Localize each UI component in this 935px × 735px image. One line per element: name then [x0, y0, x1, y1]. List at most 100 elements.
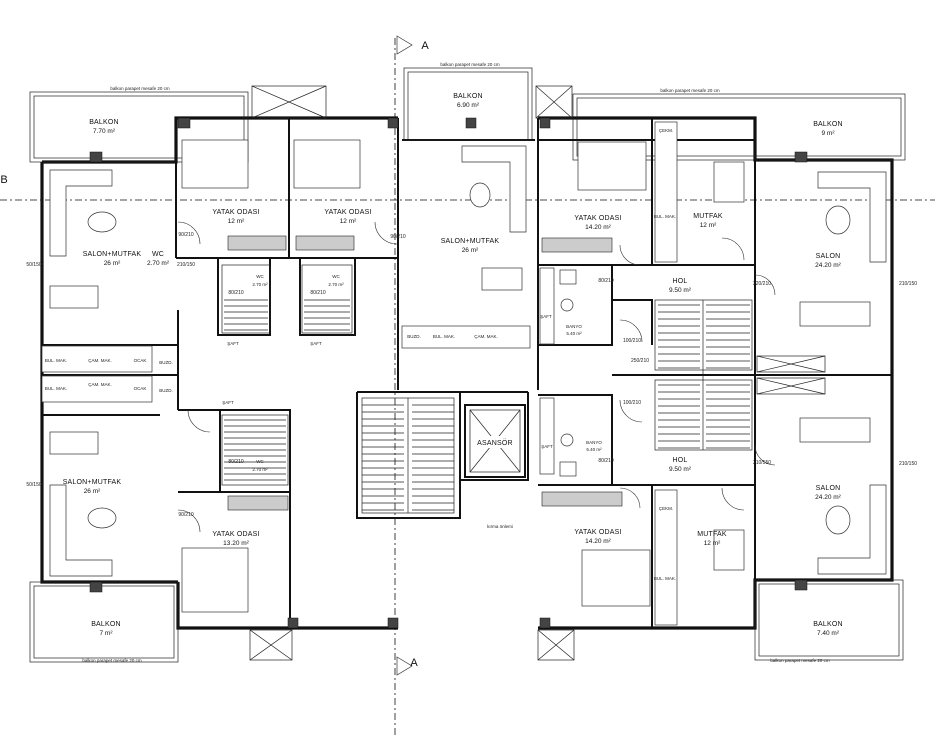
room-name-wc-1: WC — [152, 251, 164, 258]
room-area-banyo-2: 5.40 m² — [586, 447, 602, 452]
label-ocak-2: OCAK — [134, 386, 147, 391]
kirma-onlem-label: kırma önlemi — [487, 524, 513, 529]
dim-door-4: 80/210 — [310, 290, 326, 296]
outer-walls — [40, 116, 894, 630]
elevator-label: ASANSÖR — [477, 439, 513, 447]
label-cekm-1: ÇEKM. — [659, 128, 673, 133]
room-name-mutfak-br: MUTFAK — [697, 531, 727, 538]
room-area-salon-bl: 26 m² — [84, 488, 101, 495]
dim-window-1: 210/150 — [177, 262, 195, 268]
room-name-wc-4: WC — [256, 459, 264, 464]
room-name-hol-br: HOL — [673, 457, 688, 464]
label-saft-1: ŞAFT — [227, 341, 239, 346]
room-area-salon-tr: 24.20 m² — [815, 262, 841, 269]
room-area-balkon-top: 6.90 m² — [457, 102, 480, 109]
dim-window-3: 210/150 — [899, 461, 917, 467]
label-saft-3: ŞAFT — [222, 400, 234, 405]
room-area-mutfak-br: 12 m² — [704, 540, 721, 547]
room-name-balkon-tl: BALKON — [89, 119, 119, 126]
furniture — [41, 121, 887, 626]
room-name-hol-tr: HOL — [673, 278, 688, 285]
room-name-banyo-2: BANYO — [586, 440, 602, 445]
room-name-yatak-1: YATAK ODASI — [212, 209, 259, 216]
section-mark-a-bottom: A — [410, 657, 418, 669]
room-area-balkon-br: 7.40 m² — [817, 630, 840, 637]
dim-door-6: 90/210 — [178, 512, 194, 518]
label-bul-mak-1: BUL. MAK. — [45, 358, 67, 363]
room-name-balkon-bl: BALKON — [91, 621, 121, 628]
dim-door-7: 80/210 — [598, 278, 614, 284]
room-name-salon-tl: SALON+MUTFAK — [83, 251, 142, 258]
section-mark-a-top: A — [421, 40, 429, 52]
doors — [177, 221, 776, 533]
room-area-balkon-tr: 9 m² — [822, 130, 836, 137]
dim-door-10: 80/210 — [598, 458, 614, 464]
dim-door-12: 210/550 — [753, 460, 771, 466]
label-buzd-3: BUZD. — [407, 334, 421, 339]
room-name-wc-3: WC — [332, 274, 340, 279]
room-area-hol-tr: 9.50 m² — [669, 287, 692, 294]
dim-door-13: 250/210 — [631, 358, 649, 364]
label-bul-mak-5: BUL. MAK. — [654, 576, 676, 581]
label-saft-5: ŞAFT — [541, 444, 553, 449]
label-cam-mak-2: ÇAM. MAK. — [88, 382, 112, 387]
room-area-balkon-tl: 7.70 m² — [93, 128, 116, 135]
room-name-yatak-2: YATAK ODASI — [324, 209, 371, 216]
room-name-salon-bl: SALON+MUTFAK — [63, 479, 122, 486]
room-area-mutfak-tr: 12 m² — [700, 222, 717, 229]
room-name-yatak-5: YATAK ODASI — [574, 529, 621, 536]
elevator-shaft — [469, 409, 521, 473]
room-area-yatak-3: 14.20 m² — [585, 224, 611, 231]
label-cam-mak-3: ÇAM. MAK. — [474, 334, 498, 339]
dim-door-2: 90/210 — [390, 234, 406, 240]
room-area-banyo-1: 5.40 m² — [566, 331, 582, 336]
room-name-yatak-4: YATAK ODASI — [212, 531, 259, 538]
label-cam-mak-1: ÇAM. MAK. — [88, 358, 112, 363]
room-name-balkon-top: BALKON — [453, 93, 483, 100]
balconies — [29, 67, 906, 663]
room-area-yatak-1: 12 m² — [228, 218, 245, 225]
label-cekm-2: ÇEKM. — [659, 506, 673, 511]
label-bul-mak-3: BUL. MAK. — [433, 334, 455, 339]
room-area-yatak-2: 12 m² — [340, 218, 357, 225]
room-name-mutfak-tr: MUTFAK — [693, 213, 723, 220]
dim-door-11: 220/210 — [753, 281, 771, 287]
room-area-wc-2: 2.70 m² — [252, 282, 268, 287]
section-mark-b: B — [0, 174, 7, 186]
elevator-label-bg — [478, 436, 514, 448]
balcony-note-bottom-left: balkon parapet mesafe 20 cm — [82, 658, 142, 663]
room-area-salon-tl: 26 m² — [104, 260, 121, 267]
room-area-wc-4: 2.70 m² — [252, 467, 268, 472]
columns — [89, 117, 808, 629]
dim-door-9: 100/210 — [623, 400, 641, 406]
room-area-salon-br: 24.20 m² — [815, 494, 841, 501]
room-area-balkon-bl: 7 m² — [100, 630, 114, 637]
room-name-salon-br: SALON — [816, 485, 841, 492]
balcony-note-top: balkon parapet mesafe 20 cm — [440, 62, 500, 67]
room-name-yatak-3: YATAK ODASI — [574, 215, 621, 222]
room-name-salon-tr: SALON — [816, 253, 841, 260]
balcony-note-top-left: balkon parapet mesafe 20 cm — [110, 86, 170, 91]
label-saft-2: ŞAFT — [310, 341, 322, 346]
balcony-note-bottom-right: balkon parapet mesafe 20 cm — [770, 658, 830, 663]
balcony-note-top-right: balkon parapet mesafe 20 cm — [660, 88, 720, 93]
dim-door-1: 90/210 — [178, 232, 194, 238]
room-name-balkon-br: BALKON — [813, 621, 843, 628]
dim-window-5: 50/150 — [26, 482, 42, 488]
room-area-wc-1: 2.70 m² — [147, 260, 170, 267]
room-area-salon-top: 26 m² — [462, 247, 479, 254]
room-area-hol-br: 9.50 m² — [669, 466, 692, 473]
room-area-yatak-4: 13.20 m² — [223, 540, 249, 547]
dim-door-8: 100/210 — [623, 338, 641, 344]
dim-door-3: 80/210 — [228, 290, 244, 296]
room-name-salon-top: SALON+MUTFAK — [441, 238, 500, 245]
room-area-wc-3: 2.70 m² — [328, 282, 344, 287]
label-bul-mak-2: BUL. MAK. — [45, 386, 67, 391]
room-area-yatak-5: 14.20 m² — [585, 538, 611, 545]
dim-window-2: 210/150 — [899, 281, 917, 287]
interior-walls — [42, 118, 892, 628]
label-bul-mak-4: BUL. MAK. — [654, 214, 676, 219]
dim-window-4: 50/150 — [26, 262, 42, 268]
stairs — [221, 264, 753, 514]
